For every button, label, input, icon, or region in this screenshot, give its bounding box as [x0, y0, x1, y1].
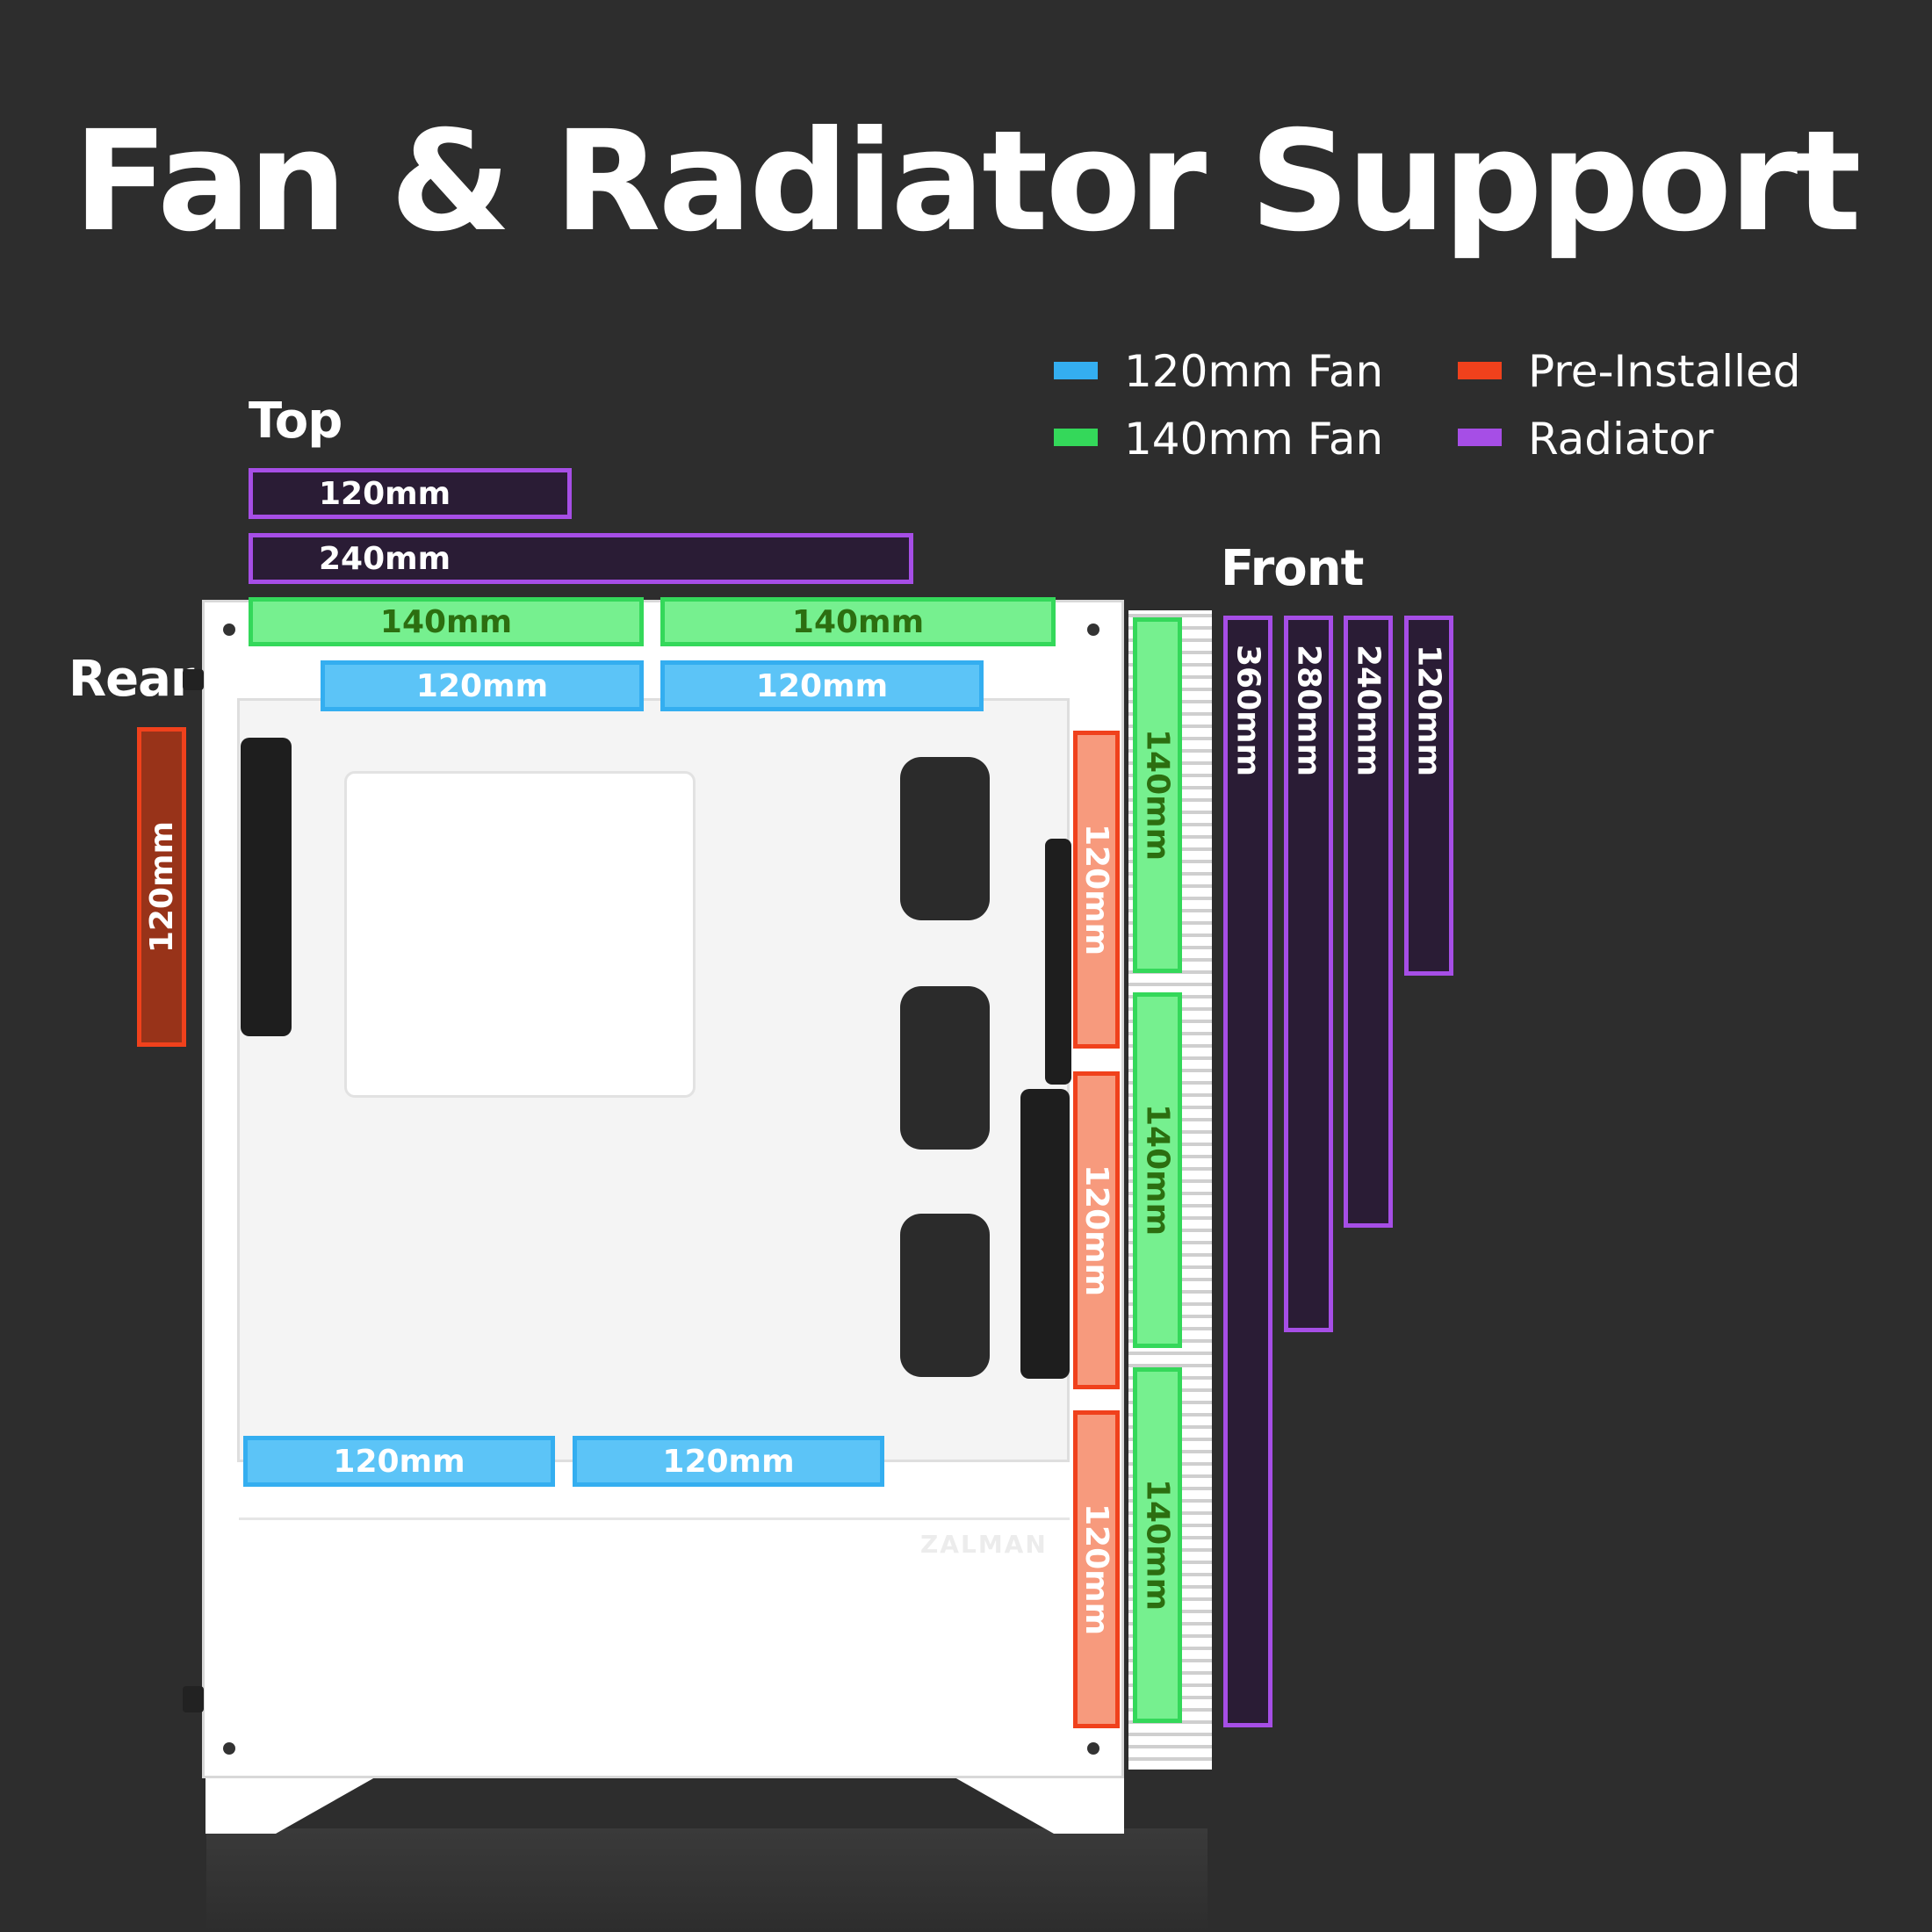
section-label-rear: Rear [68, 651, 195, 708]
screw-bottom-left [223, 1742, 235, 1755]
front-radiator-240mm-label: 240mm [1350, 645, 1387, 777]
legend-label-radiator: Radiator [1528, 414, 1714, 465]
case-foot-front [948, 1774, 1124, 1834]
front-fan-140mm-1-label: 140mm [1139, 729, 1176, 861]
screw-top-left [223, 624, 235, 636]
front-radiator-280mm: 280mm [1284, 616, 1333, 1332]
top-radiator-240mm: 240mm [249, 533, 913, 584]
front-fan-120mm-preinstalled-2: 120mm [1073, 1071, 1120, 1389]
front-fan-140mm-2-label: 140mm [1139, 1104, 1176, 1236]
grommet-2 [900, 986, 990, 1150]
psu-shroud [239, 1517, 1070, 1733]
front-inner-fan-upper [1045, 839, 1071, 1085]
bottom-fan-120mm-1: 120mm [243, 1436, 555, 1487]
front-radiator-280mm-label: 280mm [1290, 645, 1327, 777]
top-fan-140mm-1: 140mm [249, 597, 644, 646]
legend-swatch-140mm-fan [1054, 429, 1098, 446]
top-fan-120mm-1-label: 120mm [415, 667, 549, 704]
front-fan-120mm-preinstalled-1: 120mm [1073, 731, 1120, 1049]
top-fan-140mm-2: 140mm [660, 597, 1056, 646]
bottom-fan-120mm-2-label: 120mm [662, 1443, 795, 1480]
front-fan-140mm-3-label: 140mm [1139, 1479, 1176, 1611]
top-fan-140mm-1-label: 140mm [379, 603, 513, 640]
front-inner-fan [1020, 1089, 1070, 1379]
page-title: Fan & Radiator Support [73, 101, 1861, 263]
legend-swatch-radiator [1458, 429, 1502, 446]
front-fan-140mm-2: 140mm [1133, 992, 1182, 1348]
front-radiator-360mm-label: 360mm [1229, 645, 1266, 777]
section-label-front: Front [1221, 540, 1364, 597]
section-label-top: Top [249, 393, 342, 450]
grommet-3 [900, 1214, 990, 1377]
top-fan-140mm-2-label: 140mm [791, 603, 925, 640]
front-fan-140mm-1: 140mm [1133, 617, 1182, 973]
top-radiator-120mm: 120mm [249, 468, 572, 519]
front-radiator-240mm: 240mm [1344, 616, 1393, 1228]
bottom-fan-120mm-2: 120mm [573, 1436, 884, 1487]
case-reflection [206, 1828, 1208, 1932]
top-radiator-240mm-label: 240mm [319, 540, 451, 577]
legend-swatch-pre-installed [1458, 362, 1502, 379]
front-fan-120mm-2-label: 120mm [1078, 1164, 1114, 1297]
front-fan-120mm-3-label: 120mm [1078, 1503, 1114, 1636]
thumbscrew-bottom [183, 1686, 204, 1712]
top-fan-120mm-1: 120mm [321, 660, 644, 711]
front-fan-120mm-1-label: 120mm [1078, 823, 1114, 956]
brand-logo: ZALMAN [920, 1530, 1048, 1559]
front-fan-120mm-preinstalled-3: 120mm [1073, 1410, 1120, 1728]
screw-bottom-right [1087, 1742, 1099, 1755]
top-fan-120mm-2-label: 120mm [755, 667, 889, 704]
front-radiator-360mm: 360mm [1223, 616, 1272, 1727]
grommet-1 [900, 757, 990, 920]
legend-label-140mm-fan: 140mm Fan [1124, 414, 1384, 465]
rear-fan-120mm-preinstalled: 120mm [137, 727, 186, 1047]
top-fan-120mm-2: 120mm [660, 660, 984, 711]
top-radiator-120mm-label: 120mm [319, 475, 451, 512]
case-foot-rear [205, 1774, 381, 1834]
front-fan-140mm-3: 140mm [1133, 1367, 1182, 1723]
screw-top-right [1087, 624, 1099, 636]
rear-fan-120mm-label: 120mm [143, 820, 180, 954]
thumbscrew-top [183, 669, 204, 690]
front-radiator-120mm-label: 120mm [1410, 645, 1447, 777]
legend-label-120mm-fan: 120mm Fan [1124, 346, 1384, 397]
legend-label-pre-installed: Pre-Installed [1528, 346, 1801, 397]
front-radiator-120mm: 120mm [1404, 616, 1453, 976]
cpu-cutout [344, 771, 696, 1098]
rear-fan-frame [241, 738, 292, 1036]
bottom-fan-120mm-1-label: 120mm [333, 1443, 465, 1480]
legend-swatch-120mm-fan [1054, 362, 1098, 379]
